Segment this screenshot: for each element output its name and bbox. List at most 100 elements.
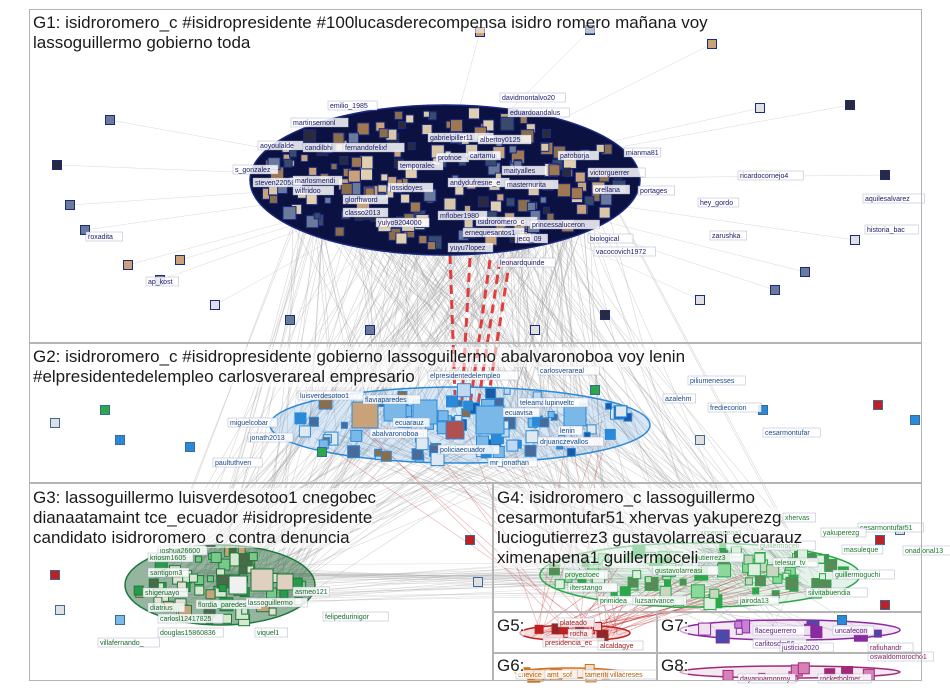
group-label-g7: G7: [661,616,689,636]
node-label: gabrielpiller11 [430,135,473,142]
node [548,164,561,177]
edge [292,592,618,602]
node [456,383,471,398]
node-peripheral [910,415,920,425]
node-label-bg [737,673,796,684]
node-label-bg [542,397,589,408]
node [644,576,652,584]
node-large [445,420,465,440]
node-label-bg [462,227,525,238]
node-label-bg [557,617,595,628]
node-label-bg [514,233,548,244]
node [347,445,361,459]
node-label-bg [501,165,548,176]
node-label-bg [387,182,434,193]
node [347,169,361,183]
node-peripheral [880,600,890,610]
node-label: cesarmontufar [765,430,810,437]
node-label: albertoy0125 [480,137,521,144]
edge-strong [476,259,502,406]
edge [177,568,817,591]
node-peripheral [100,405,110,415]
node-label-bg [772,557,819,568]
node-label: santigom3 [150,570,182,577]
node [797,662,810,675]
group-box-g6 [493,653,657,681]
node-label-bg [292,586,330,597]
node-label: mianma81 [626,150,659,157]
node-label: rafiuhandr [870,645,902,652]
node-label: hey_gordo [700,200,733,207]
node-label: yuyu7lopez [450,245,486,252]
node [534,624,544,634]
node-label: s_gonzalez [235,167,271,174]
node-peripheral [875,535,885,545]
node-peripheral [175,255,185,265]
node [340,421,348,429]
node [752,587,760,595]
node-label: policiaecuador [440,447,486,454]
node [566,447,576,457]
node-label: maityalles [504,168,536,175]
node [334,226,345,237]
group-box-g7 [657,612,922,653]
node-label-bg [427,370,519,381]
node-label-bg [342,207,389,218]
node-label-bg [707,402,762,413]
node-label: vacocovich1972 [596,249,646,256]
node [188,573,198,583]
group-box-g8 [657,653,922,681]
node-large [351,401,379,429]
node-label: jairoda13 [739,598,769,605]
edge-red [599,557,608,629]
group-label-line: candidato isidroromero_c contra denuncia [33,528,350,548]
edge [250,439,534,603]
node-peripheral [115,615,125,625]
edge [261,443,600,586]
node [324,196,332,204]
group-box-g3 [29,483,493,681]
node-label: cnevice [518,672,542,679]
node-label-bg [507,107,570,118]
node [482,119,495,132]
node-label-bg [362,394,421,405]
node [547,411,555,418]
node [205,589,216,600]
node-label: silvitabuendia [808,590,851,597]
group-label-line: G2: isidroromero_c #isidropresidente gob… [33,347,686,367]
node [308,416,319,427]
edge [500,206,575,435]
node-label-bg [147,567,190,578]
node-label: candilbhi [305,145,333,152]
node-label: aoyoulalde [260,143,294,150]
node-label: zarushka [712,233,741,240]
group-label-g8: G8: [661,656,689,676]
node-label-bg [593,246,656,257]
node-peripheral [850,235,860,245]
group-label-line: G3: lassoguillermo luisverdesotoo1 cnego… [33,488,377,508]
node [873,629,882,638]
node-large [228,575,248,595]
node [539,196,547,204]
edge [420,216,574,418]
node [595,143,605,153]
node [340,182,353,195]
node [443,197,457,211]
node-label-bg [247,432,294,443]
node-label: rocketholmer [820,676,861,683]
node [542,129,551,138]
node [269,194,278,204]
node-label-bg [832,569,895,580]
edge [500,186,813,559]
node [557,183,571,198]
node [422,110,430,118]
node-label: tamerito [585,672,610,679]
node-label: miguelcobar [230,420,269,427]
node [584,195,595,206]
node-label: uncafecon [835,628,867,635]
node [468,107,480,120]
node [664,579,671,587]
node-peripheral [210,300,220,310]
edge-strong [468,259,492,406]
node-label: patoborja [560,153,589,160]
